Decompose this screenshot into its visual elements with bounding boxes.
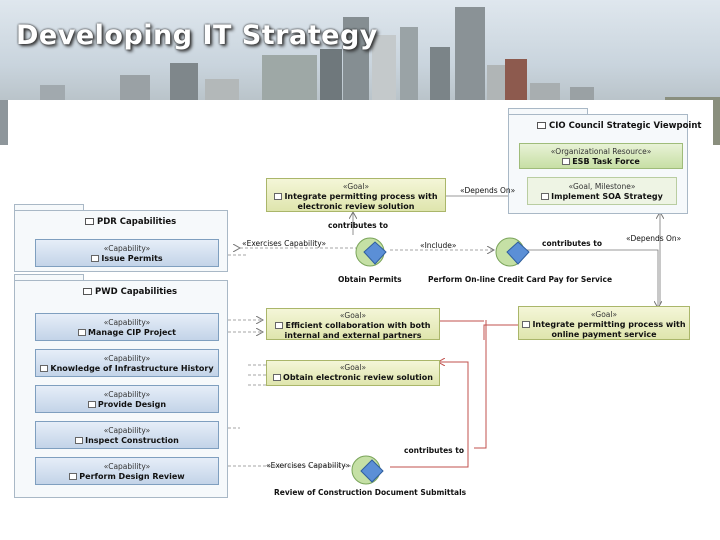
relation-label: «Depends On» [626, 234, 682, 243]
pwd-title: PWD Capabilities [83, 287, 177, 297]
process-label: Obtain Permits [338, 275, 402, 284]
pdr-title: PDR Capabilities [85, 217, 176, 227]
capability-icon [40, 365, 49, 372]
capability-box: «Capability» Issue Permits [35, 239, 219, 267]
capability-icon [75, 437, 84, 444]
goal-icon [273, 374, 282, 381]
process-label: Review of Construction Document Submitta… [274, 488, 467, 497]
contributes-link [526, 249, 658, 308]
resource-icon [562, 158, 571, 165]
viewpoint-package: CIO Council Strategic Viewpoint «Organiz… [508, 114, 701, 214]
folder-icon [83, 288, 92, 295]
folder-icon [85, 218, 94, 225]
relation-label: «Exercises Capability» [242, 239, 327, 248]
capability-icon [87, 401, 96, 408]
relation-label: contributes to [404, 446, 464, 455]
capability-box: «Capability» Inspect Construction [35, 421, 219, 449]
diagram-canvas: CIO Council Strategic Viewpoint «Organiz… [8, 100, 713, 510]
relationship-lines [218, 100, 713, 485]
relation-label: «Include» [420, 241, 457, 250]
process-diamond-icon [363, 241, 387, 265]
goal-icon [541, 193, 550, 200]
relation-label: contributes to [542, 239, 602, 248]
capability-icon [69, 473, 78, 480]
pdr-package: PDR Capabilities «Capability» Issue Perm… [14, 210, 228, 272]
process-label: Perform On-line Credit Card Pay for Serv… [428, 275, 613, 284]
capability-box: «Capability» Knowledge of Infrastructure… [35, 349, 219, 377]
goal-box: «Goal» Integrate permitting process with… [518, 306, 690, 340]
package-tab [14, 204, 84, 210]
goal-icon [275, 322, 284, 329]
goal-box: «Goal» Efficient collaboration with both… [266, 308, 440, 340]
contributes-link [483, 324, 518, 340]
relation-label: «Depends On» [460, 186, 516, 195]
milestone-box: «Goal, Milestone» Implement SOA Strategy [527, 177, 677, 205]
capability-box: «Capability» Perform Design Review [35, 457, 219, 485]
pwd-package: PWD Capabilities «Capability» Manage CIP… [14, 280, 228, 498]
contributes-link [390, 362, 469, 468]
relation-label: «Exercises Capability» [266, 461, 351, 470]
goal-icon [522, 321, 531, 328]
process-diamond-icon [360, 459, 384, 483]
page-title: Developing IT Strategy [16, 20, 378, 51]
resource-box: «Organizational Resource» ESB Task Force [519, 143, 683, 169]
relation-label: contributes to [328, 221, 388, 230]
capability-box: «Capability» Provide Design [35, 385, 219, 413]
capability-box: «Capability» Manage CIP Project [35, 313, 219, 341]
capability-icon [78, 329, 87, 336]
capability-icon [91, 255, 100, 262]
folder-icon [537, 122, 546, 129]
goal-box: «Goal» Obtain electronic review solution [266, 360, 440, 386]
package-tab [14, 274, 84, 280]
goal-icon [274, 193, 283, 200]
viewpoint-title: CIO Council Strategic Viewpoint [537, 121, 701, 131]
goal-box: «Goal» Integrate permitting process with… [266, 178, 446, 212]
process-diamond-icon [506, 241, 530, 265]
contributes-link [474, 320, 487, 449]
package-tab [508, 108, 588, 114]
